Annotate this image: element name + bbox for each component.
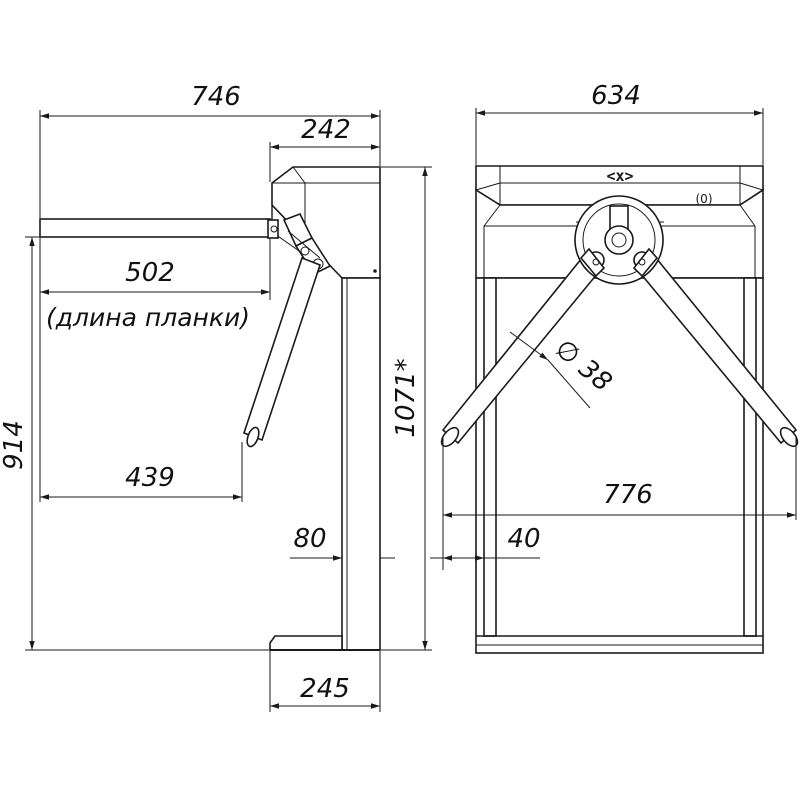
dim-post-width: 80	[293, 524, 326, 554]
side-post	[341, 277, 381, 651]
front-frame	[475, 277, 764, 654]
dim-head-width: 242	[301, 115, 351, 145]
side-extension-lines	[25, 110, 432, 712]
side-view: 746 242 502 (длина планки) 439 914 1071*…	[0, 82, 432, 712]
status-indicator-icon: (0)	[696, 192, 713, 206]
dim-height: 914	[0, 420, 29, 470]
dim-overall-width: 746	[191, 82, 241, 112]
dim-arm-span: 776	[603, 480, 653, 510]
dim-bar-length: 502	[125, 258, 175, 288]
direction-indicator-icon: <x>	[606, 167, 633, 185]
dim-frame-offset: 40	[507, 524, 540, 554]
dim-base-width: 245	[300, 674, 350, 704]
dim-arm-reach: 439	[125, 463, 175, 493]
side-angled-arm	[243, 256, 321, 448]
front-dimension-lines	[430, 110, 796, 561]
dim-overall-height: 1071*	[391, 358, 421, 437]
front-view: <x> (0)	[430, 81, 799, 654]
front-extension-lines	[442, 108, 797, 570]
side-dimension-texts: 746 242 502 (длина планки) 439 914 1071*…	[0, 82, 421, 704]
dim-bar-length-note: (длина планки)	[46, 303, 250, 332]
side-base	[269, 635, 380, 651]
side-horizontal-bar	[39, 218, 271, 238]
front-rotor-hub	[574, 195, 664, 285]
side-dimension-lines	[29, 113, 428, 709]
dim-front-head-width: 634	[591, 81, 641, 111]
